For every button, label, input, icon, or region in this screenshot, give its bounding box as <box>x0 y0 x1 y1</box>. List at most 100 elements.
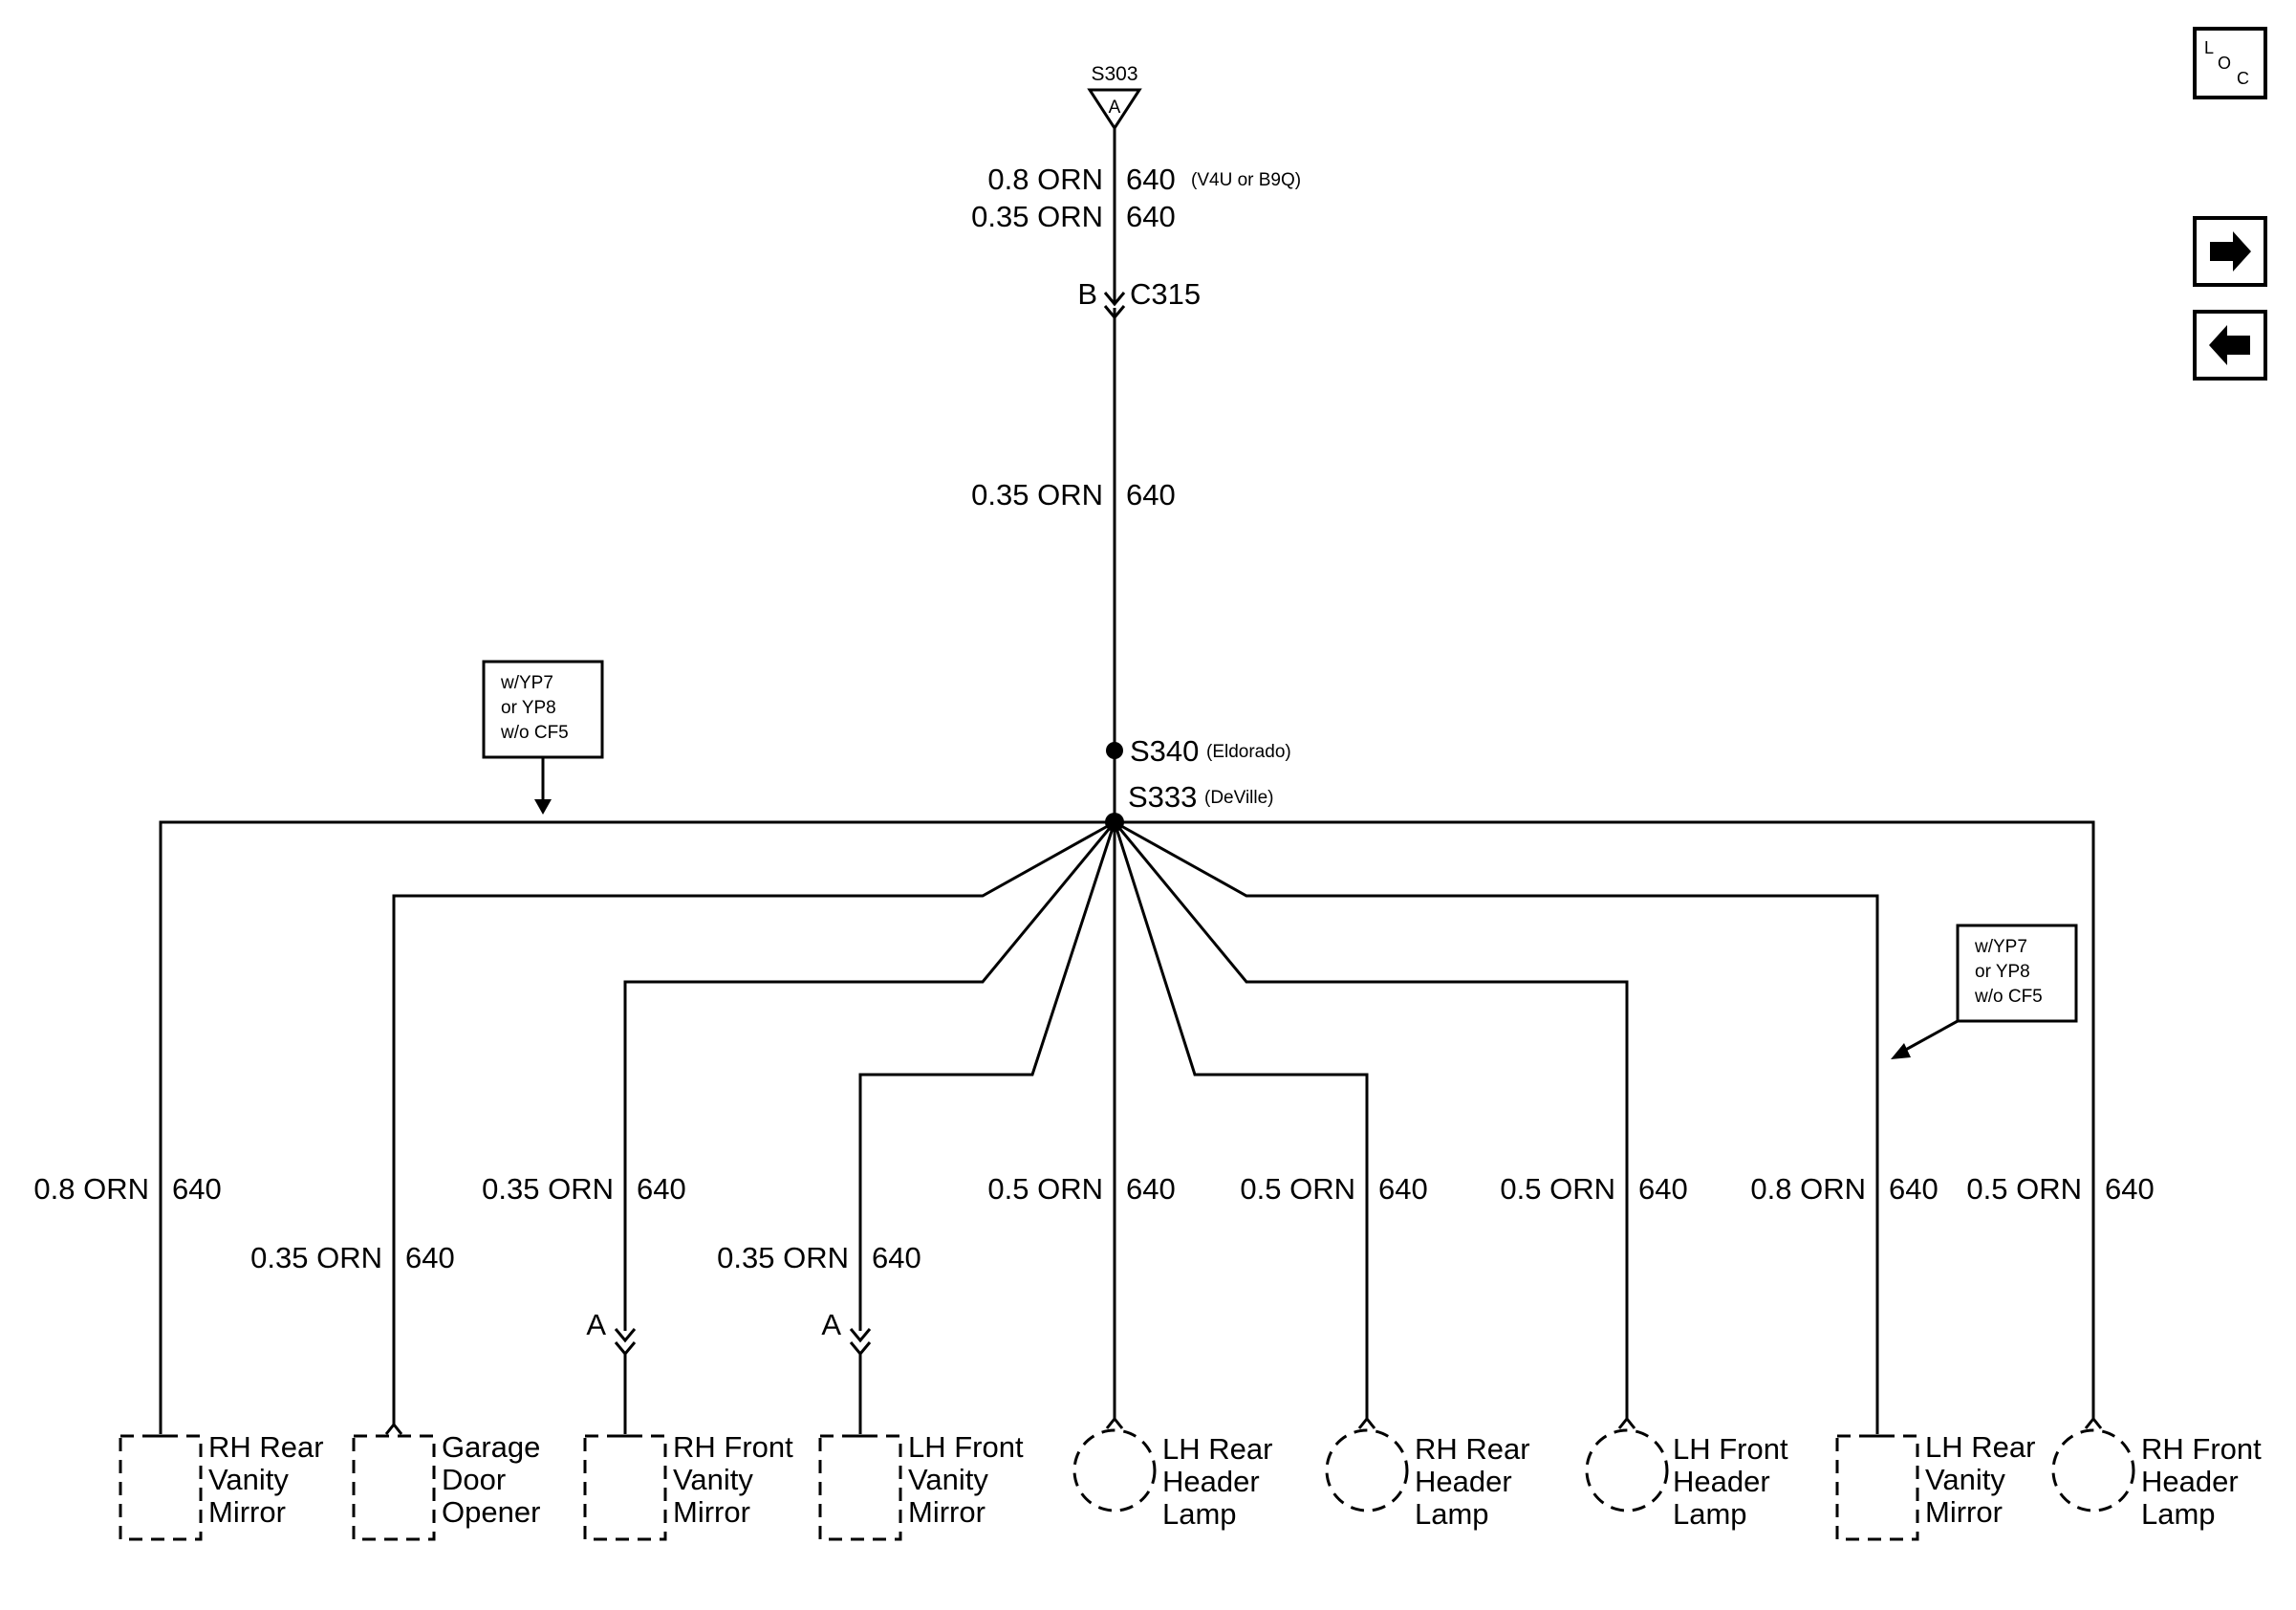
component-name-line-3: Opener <box>442 1495 540 1529</box>
note-line: or YP8 <box>1975 962 2030 982</box>
wire-size-label: 0.5 ORN <box>987 1172 1103 1206</box>
connector-c315-pin: B <box>1077 277 1097 311</box>
lamp-dashed-circle-icon <box>1585 1428 1669 1512</box>
component-name-line-3: Mirror <box>208 1495 286 1529</box>
connector-pin-label: A <box>821 1308 841 1341</box>
lamp-dashed-circle-icon <box>1072 1428 1157 1512</box>
loc-icon-letter: L <box>2204 38 2214 57</box>
connector-c315: B C315 <box>1077 277 1201 320</box>
component-name-line-1: LH Front <box>1673 1432 1788 1466</box>
note-box-frame <box>1956 924 2078 1023</box>
splice-s333-id: S333 <box>1128 780 1197 814</box>
loc-button-frame[interactable] <box>2193 27 2267 99</box>
component-name-line-1: LH Rear <box>1162 1432 1272 1466</box>
component-rh-rear-header-lamp: RH Rear Header Lamp <box>1325 1416 1530 1531</box>
connector-c315-id: C315 <box>1130 277 1201 311</box>
note-line: w/o CF5 <box>500 723 569 743</box>
wire-size-label: 0.35 ORN <box>250 1241 382 1274</box>
branch-wire-rh-front-vanity <box>623 821 1116 1331</box>
option-note-box-right: w/YP7 or YP8 w/o CF5 <box>1891 924 2078 1059</box>
wire-circuit-label: 640 <box>1378 1172 1428 1206</box>
wire-size-label: 0.8 ORN <box>33 1172 149 1206</box>
wire-size-label: 0.5 ORN <box>1966 1172 2082 1206</box>
mid-wire-circuit: 640 <box>1126 478 1176 511</box>
component-name-line-1: LH Rear <box>1925 1430 2035 1464</box>
terminal-female-icon <box>1105 1416 1124 1429</box>
component-rh-front-vanity-mirror: RH Front Vanity Mirror <box>583 1430 793 1541</box>
terminal-female-icon <box>2084 1416 2103 1429</box>
wire-circuit-label: 640 <box>172 1172 222 1206</box>
wire-size-label: 0.8 ORN <box>1750 1172 1866 1206</box>
note-box-frame <box>482 660 604 759</box>
component-dashed-box <box>352 1434 436 1541</box>
branch-wire-rh-rear-header <box>1113 821 1369 1419</box>
wire-size-label: 0.35 ORN <box>482 1172 614 1206</box>
wire-circuit-label: 640 <box>872 1241 921 1274</box>
wire-circuit-label: 640 <box>405 1241 455 1274</box>
component-name-line-2: Door <box>442 1463 506 1496</box>
arrow-down-left-icon <box>1891 1043 1911 1059</box>
component-name-line-1: Garage <box>442 1430 540 1464</box>
wire-circuit-label: 640 <box>1126 1172 1176 1206</box>
component-name-line-1: RH Front <box>2141 1432 2262 1466</box>
connector-chevron-icon <box>614 1341 637 1357</box>
splice-triangle-icon <box>1087 88 1142 131</box>
wire-size-label: 0.5 ORN <box>1240 1172 1355 1206</box>
arrow-down-icon <box>534 799 552 815</box>
component-name-line-3: Mirror <box>908 1495 986 1529</box>
component-name-line-1: RH Rear <box>1415 1432 1530 1466</box>
wire-size-label: 0.35 ORN <box>717 1241 849 1274</box>
top-wire-circuit-2: 640 <box>1126 200 1176 233</box>
location-view-button[interactable]: L O C <box>2193 27 2267 99</box>
connector-chevron-icon <box>614 1328 637 1343</box>
connector-pin-label: A <box>586 1308 606 1341</box>
note-line: w/o CF5 <box>1974 987 2043 1007</box>
wire-circuit-label: 640 <box>637 1172 686 1206</box>
component-dashed-box <box>818 1434 902 1541</box>
top-wire-size-1: 0.8 ORN <box>987 163 1103 196</box>
branch-wire-lh-front-header <box>1113 821 1629 1419</box>
loc-icon-letter: C <box>2237 69 2249 88</box>
lamp-dashed-circle-icon <box>2051 1428 2135 1512</box>
branch-wire-rh-rear-vanity <box>159 820 1115 1434</box>
next-page-button[interactable] <box>2193 216 2267 287</box>
component-dashed-box <box>1835 1434 1919 1541</box>
splice-s303: S303 A <box>1087 63 1142 131</box>
component-name-line-2: Vanity <box>208 1463 289 1496</box>
arrow-right-icon <box>2210 231 2251 272</box>
note-line: or YP8 <box>501 698 556 718</box>
component-lh-front-header-lamp: LH Front Header Lamp <box>1585 1416 1788 1531</box>
component-name-line-2: Vanity <box>1925 1463 2005 1496</box>
branch-wire-garage-door <box>392 820 1116 1425</box>
mid-wire-size: 0.35 ORN <box>971 478 1103 511</box>
terminal-female-icon <box>384 1422 403 1435</box>
note-line: w/YP7 <box>500 673 553 693</box>
component-lh-rear-header-lamp: LH Rear Header Lamp <box>1072 1416 1272 1531</box>
wire-size-label: 0.5 ORN <box>1500 1172 1615 1206</box>
component-name-line-1: RH Front <box>673 1430 793 1464</box>
top-wire-circuit-1: 640 <box>1126 163 1176 196</box>
terminal-female-icon <box>1357 1416 1376 1429</box>
top-wire-option-note: (V4U or B9Q) <box>1191 170 1301 190</box>
connector-chevron-icon <box>849 1328 872 1343</box>
splice-s333-note: (DeVille) <box>1204 788 1274 808</box>
component-rh-front-header-lamp: RH Front Header Lamp <box>2051 1416 2262 1531</box>
wire-circuit-label: 640 <box>1889 1172 1939 1206</box>
component-name-line-2: Header <box>1162 1465 1260 1498</box>
component-name-line-3: Lamp <box>1673 1497 1747 1531</box>
component-name-line-3: Mirror <box>673 1495 750 1529</box>
wire-circuit-label: 640 <box>2105 1172 2155 1206</box>
component-name-line-2: Vanity <box>673 1463 753 1496</box>
component-name-line-2: Header <box>2141 1465 2239 1498</box>
top-wire-size-2: 0.35 ORN <box>971 200 1103 233</box>
option-note-box-left: w/YP7 or YP8 w/o CF5 <box>482 660 604 815</box>
previous-page-button[interactable] <box>2193 310 2267 381</box>
component-name-line-1: LH Front <box>908 1430 1024 1464</box>
lamp-dashed-circle-icon <box>1325 1428 1409 1512</box>
component-name-line-2: Vanity <box>908 1463 988 1496</box>
splice-s340-id: S340 <box>1130 734 1199 768</box>
component-dashed-box <box>583 1434 667 1541</box>
component-name-line-3: Mirror <box>1925 1495 2003 1529</box>
